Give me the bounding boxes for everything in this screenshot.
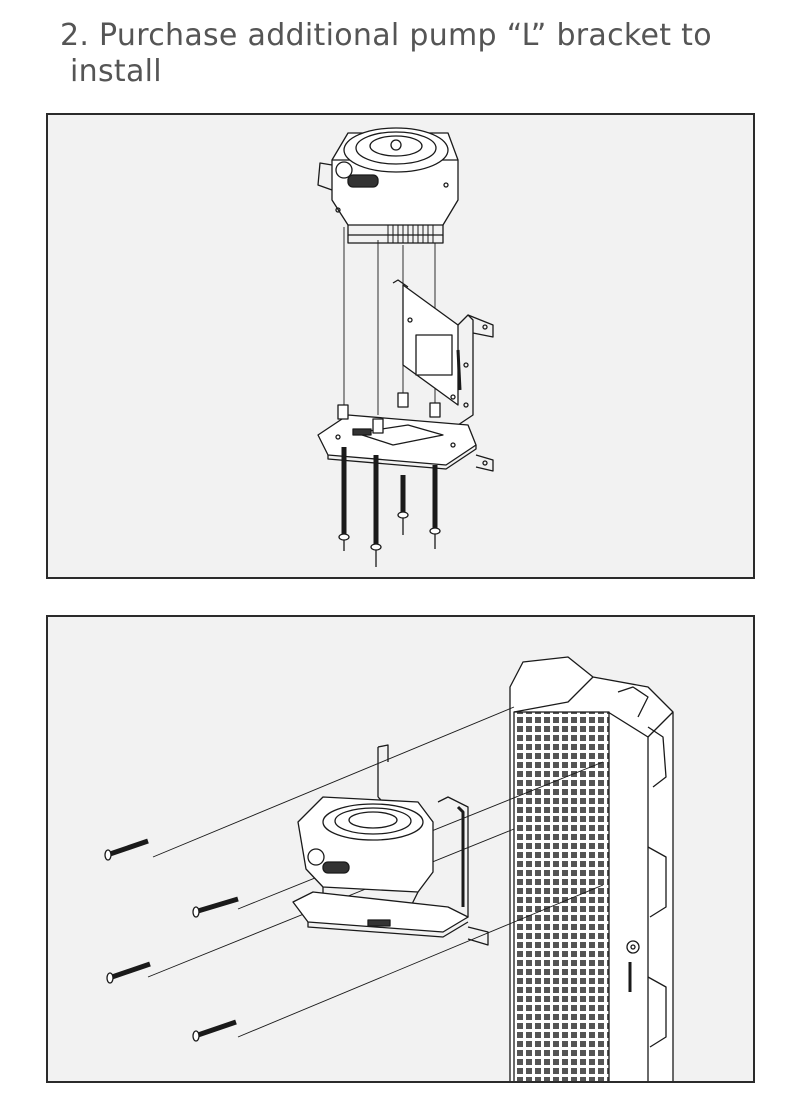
pump-icon [317, 127, 459, 244]
pump-icon [292, 744, 489, 946]
heading-line-2: install [70, 54, 162, 89]
illustration-panel-radiator-mount [46, 615, 755, 1083]
screw-icon [104, 838, 239, 1042]
illustration-panel-pump-bracket [46, 113, 755, 579]
l-bracket-icon [317, 279, 494, 472]
standoff-icon [337, 392, 441, 434]
heading-line-1: 2. Purchase additional pump “L” bracket … [60, 18, 712, 53]
pump-radiator-mount-diagram [104, 656, 674, 1081]
radiator-icon [509, 656, 674, 1081]
screw-icon [338, 447, 441, 567]
pump-bracket-exploded-diagram [317, 127, 494, 567]
instruction-heading: 2. Purchase additional pump “L” bracket … [60, 18, 780, 90]
